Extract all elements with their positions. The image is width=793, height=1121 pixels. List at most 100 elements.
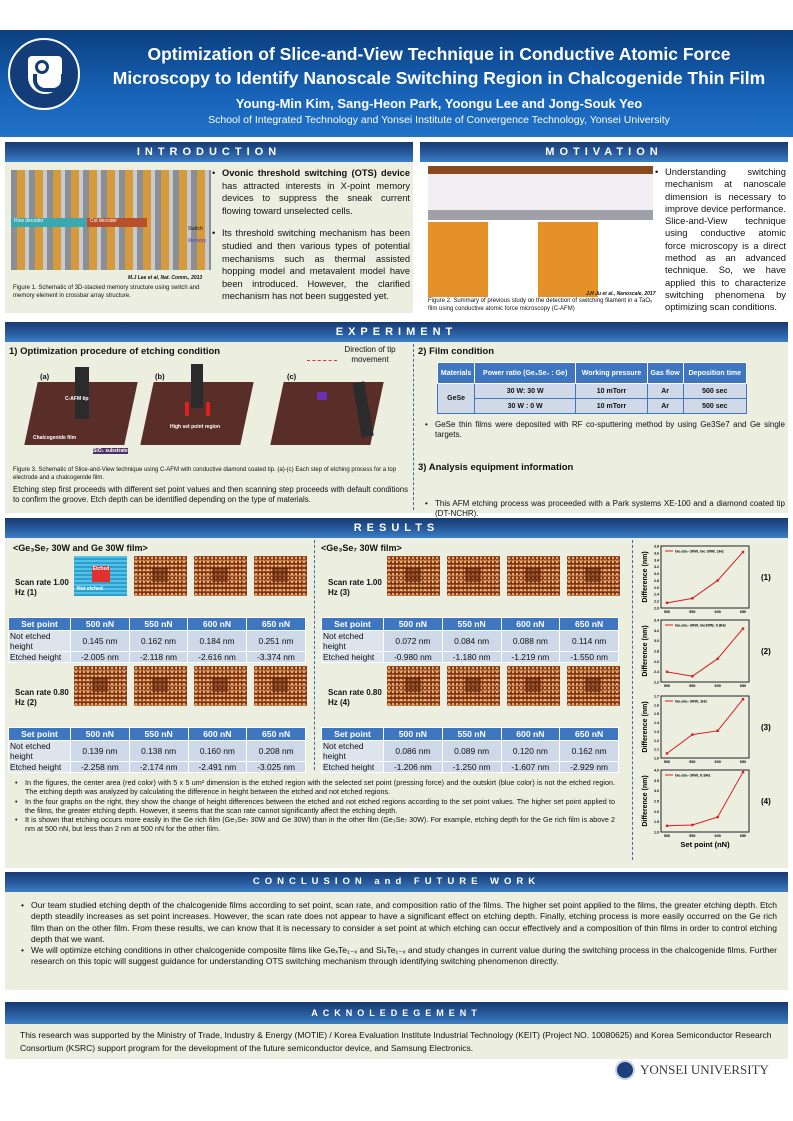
data-point xyxy=(691,597,694,600)
figure2-bottom-image xyxy=(428,222,653,297)
table-header-cell: 550 nN xyxy=(441,617,502,631)
data-point xyxy=(665,824,669,827)
data-point xyxy=(741,550,745,554)
table-cell: -2.491 nm xyxy=(187,761,248,773)
table-cell: 0.072 nm xyxy=(383,630,443,652)
y-tick-label: 1.7 xyxy=(654,695,659,699)
x-tick-label: 500 xyxy=(664,684,670,688)
y-tick-label: 1.2 xyxy=(654,739,659,743)
data-point xyxy=(716,729,719,733)
authors: Young-Min Kim, Sang-Heon Park, Yoongu Le… xyxy=(235,96,643,111)
y-tick-label: 2.6 xyxy=(654,586,659,590)
left-film-title: <Ge₃Se₇ 30W and Ge 30W film> xyxy=(13,543,148,553)
etching-description: Etching step first proceeds with differe… xyxy=(13,485,408,504)
table-cell: 0.139 nm xyxy=(70,740,130,762)
y-tick-label: 3.2 xyxy=(654,629,659,633)
data-point xyxy=(741,697,745,701)
table-cell: Etched height xyxy=(8,761,71,773)
y-tick-label: 2.4 xyxy=(654,593,659,597)
table-cell: 0.162 nm xyxy=(559,740,619,762)
table-cell: -3.025 nm xyxy=(246,761,306,773)
conclusion-heading: CONCLUSION and FUTURE WORK xyxy=(5,872,788,892)
chart-tag: (4) xyxy=(761,797,771,806)
x-tick-label: 550 xyxy=(689,760,695,764)
afm-image xyxy=(194,556,247,596)
data-point xyxy=(716,579,719,582)
panel-label-b: (b) xyxy=(155,372,165,381)
table-header-cell: 650 nN xyxy=(559,727,619,741)
table-cell: -2.174 nm xyxy=(128,761,189,773)
table-cell: 0.084 nm xyxy=(441,630,502,652)
table-cell: -1.206 nm xyxy=(383,761,443,773)
yonsei-small-logo xyxy=(615,1060,635,1080)
y-axis-label: Difference (nm) xyxy=(642,625,649,676)
scan-rate-label: Scan rate 1.00 Hz (3) xyxy=(328,578,382,597)
y-tick-label: 3.6 xyxy=(654,551,659,555)
afm-image xyxy=(387,556,440,596)
afm-tip xyxy=(75,367,89,419)
direction-arrow-icon xyxy=(307,360,337,361)
table-cell: Not etched height xyxy=(321,630,384,652)
etched-groove xyxy=(317,392,327,400)
table-header-cell: 500 nN xyxy=(70,727,130,741)
y-tick-label: 2.4 xyxy=(654,670,659,674)
data-point xyxy=(741,770,745,774)
afm-image xyxy=(194,666,247,706)
y-axis-label: Difference (nm) xyxy=(642,701,649,752)
table-row: Etched height-0.980 nm-1.180 nm-1.219 nm… xyxy=(321,651,619,663)
table-header-cell: Set point xyxy=(321,617,384,631)
legend-label: Ge₃Se₇ 30W, Ge30W, 0.8Hz xyxy=(675,623,726,628)
y-tick-label: 3.5 xyxy=(654,779,659,783)
legend-label: Ge₃Se₇ 30W, Ge 30W, 1Hz xyxy=(675,549,724,554)
table-cell: 0.184 nm xyxy=(187,630,247,652)
table-header-cell: 500 nN xyxy=(383,617,443,631)
y-tick-label: 1.5 xyxy=(654,712,659,716)
afm-image xyxy=(567,556,620,596)
y-tick-label: 2.6 xyxy=(654,660,659,664)
col-decoder-label: Col decoder xyxy=(87,218,147,227)
memory-label: Memory xyxy=(188,238,207,244)
y-tick-label: 1.5 xyxy=(654,820,659,824)
table-header-cell: 500 nN xyxy=(70,617,130,631)
table-header-cell: 600 nN xyxy=(187,727,248,741)
table-cell: 0.114 nm xyxy=(559,630,619,652)
data-point xyxy=(691,733,694,736)
y-axis-label: Difference (nm) xyxy=(642,775,649,826)
table-cell: 0.160 nm xyxy=(187,740,248,762)
high-pressure-marker xyxy=(206,402,210,416)
table-cell: -2.929 nm xyxy=(559,761,619,773)
y-tick-label: 1.0 xyxy=(654,757,659,761)
table-header-cell: 600 nN xyxy=(187,617,247,631)
y-tick-label: 3.4 xyxy=(654,558,659,562)
table-cell: Etched height xyxy=(321,761,384,773)
afm-image xyxy=(447,666,500,706)
intro-bullet-2: Its threshold switching mechanism has be… xyxy=(212,227,410,303)
y-tick-label: 2.2 xyxy=(654,681,659,685)
afm-image xyxy=(134,556,187,596)
y-tick-label: 1.4 xyxy=(654,721,659,725)
afm-image xyxy=(254,666,307,706)
yonsei-seal-logo xyxy=(8,38,80,110)
y-tick-label: 3.0 xyxy=(654,572,659,576)
section3-title: 3) Analysis equipment information xyxy=(418,462,574,473)
data-point xyxy=(665,601,669,605)
panel-label-c: (c) xyxy=(287,372,297,381)
data-point xyxy=(665,670,669,674)
table-cell: 0.120 nm xyxy=(500,740,561,762)
table-cell: -1.180 nm xyxy=(441,651,502,663)
series-line xyxy=(666,698,744,754)
series-line xyxy=(666,628,744,677)
etched-region: Etched xyxy=(92,566,110,582)
direction-label: Direction of tip movement xyxy=(344,345,396,364)
table-row: Etched height-1.206 nm-1.250 nm-1.607 nm… xyxy=(321,761,619,773)
y-tick-label: 3.8 xyxy=(654,545,659,549)
y-tick-label: 2.5 xyxy=(654,800,659,804)
y-tick-label: 1.6 xyxy=(654,703,659,707)
x-tick-label: 500 xyxy=(664,834,670,838)
x-tick-label: 550 xyxy=(689,834,695,838)
chart-frame xyxy=(660,769,750,833)
afm-image xyxy=(387,666,440,706)
scan-rate-label: Scan rate 1.00 Hz (1) xyxy=(15,578,69,597)
